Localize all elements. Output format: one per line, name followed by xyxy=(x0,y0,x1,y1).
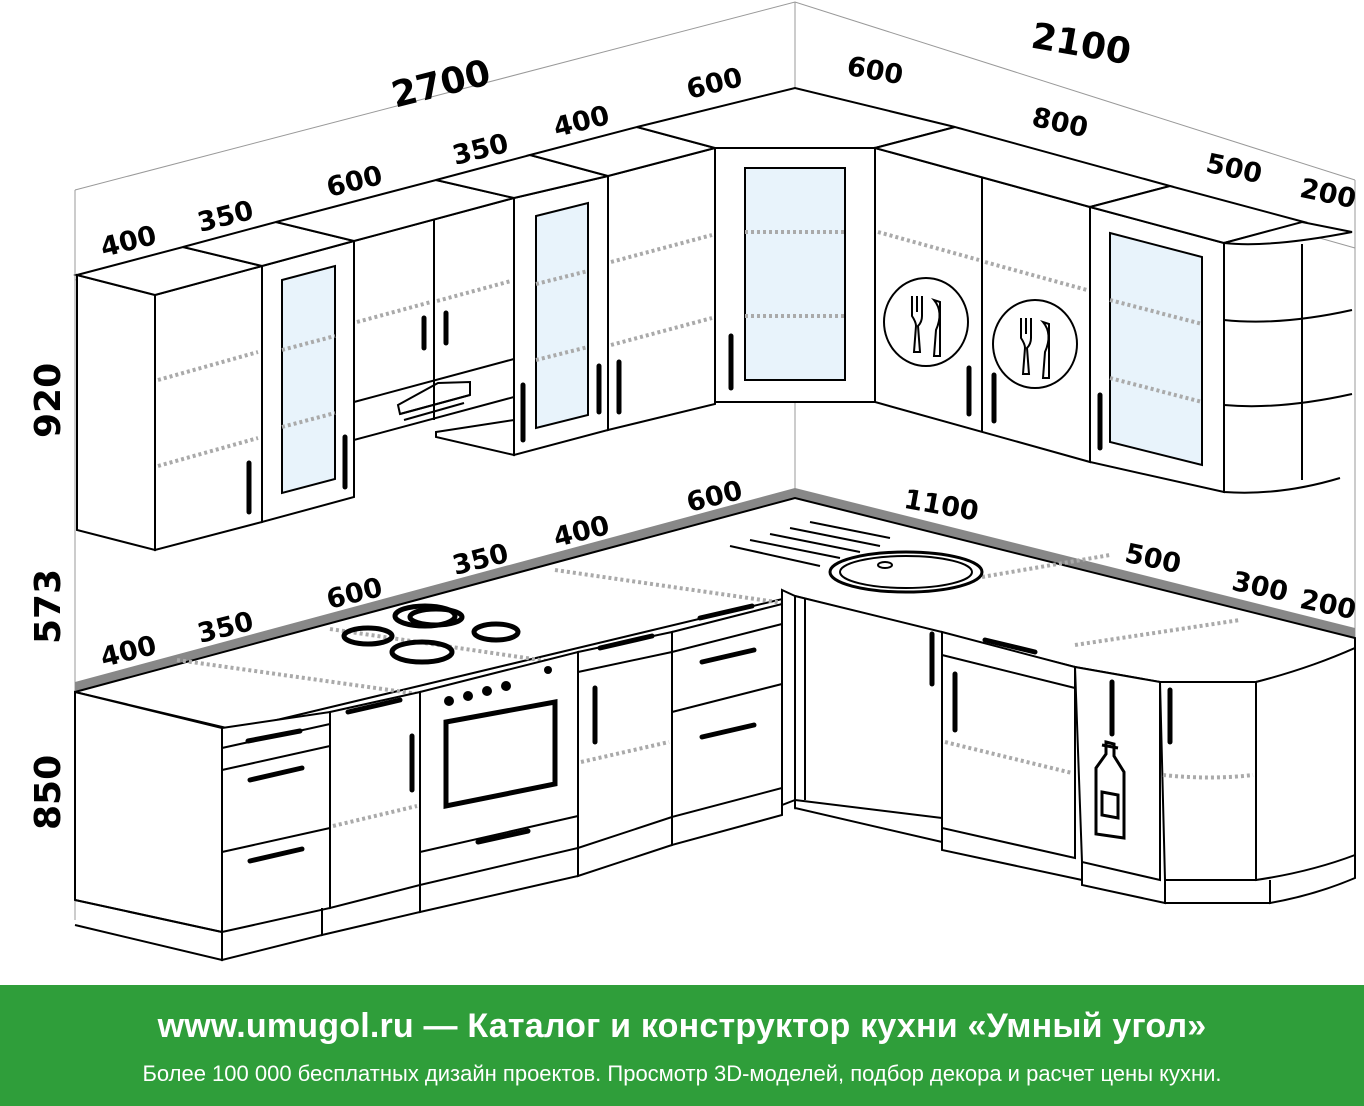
dim-upper-height: 920 xyxy=(28,363,69,438)
dimension-labels: 2700 2100 920 573 850 400 350 600 350 40… xyxy=(28,16,1359,830)
dim-left-total: 2700 xyxy=(388,52,495,116)
cooktop xyxy=(341,603,521,665)
bottle-icon xyxy=(1094,740,1126,840)
upper-corner-cabinet xyxy=(636,86,956,403)
upper-cabinets-left xyxy=(73,125,719,552)
dim-upper-left-6: 600 xyxy=(684,62,746,106)
kitchen-diagram: 2700 2100 920 573 850 400 350 600 350 40… xyxy=(28,1,1359,962)
oven xyxy=(419,650,579,914)
dim-base-height: 850 xyxy=(28,755,69,830)
dim-backsplash-height: 573 xyxy=(28,569,69,644)
sink xyxy=(729,521,984,594)
dim-right-total: 2100 xyxy=(1028,16,1134,74)
dim-upper-right-4: 200 xyxy=(1297,173,1359,215)
dim-upper-right-3: 500 xyxy=(1203,148,1265,190)
dim-upper-right-1: 600 xyxy=(845,51,906,91)
base-cabinets-left xyxy=(74,602,783,962)
banner-subtitle: Более 100 000 бесплатных дизайн проектов… xyxy=(142,1061,1222,1086)
banner-title[interactable]: www.umugol.ru — Каталог и конструктор ку… xyxy=(157,1007,1207,1045)
footer-banner: www.umugol.ru — Каталог и конструктор ку… xyxy=(0,985,1364,1106)
dim-upper-right-2: 800 xyxy=(1029,102,1091,144)
upper-cabinets-right xyxy=(871,125,1353,494)
base-cabinets-right xyxy=(781,588,1356,905)
